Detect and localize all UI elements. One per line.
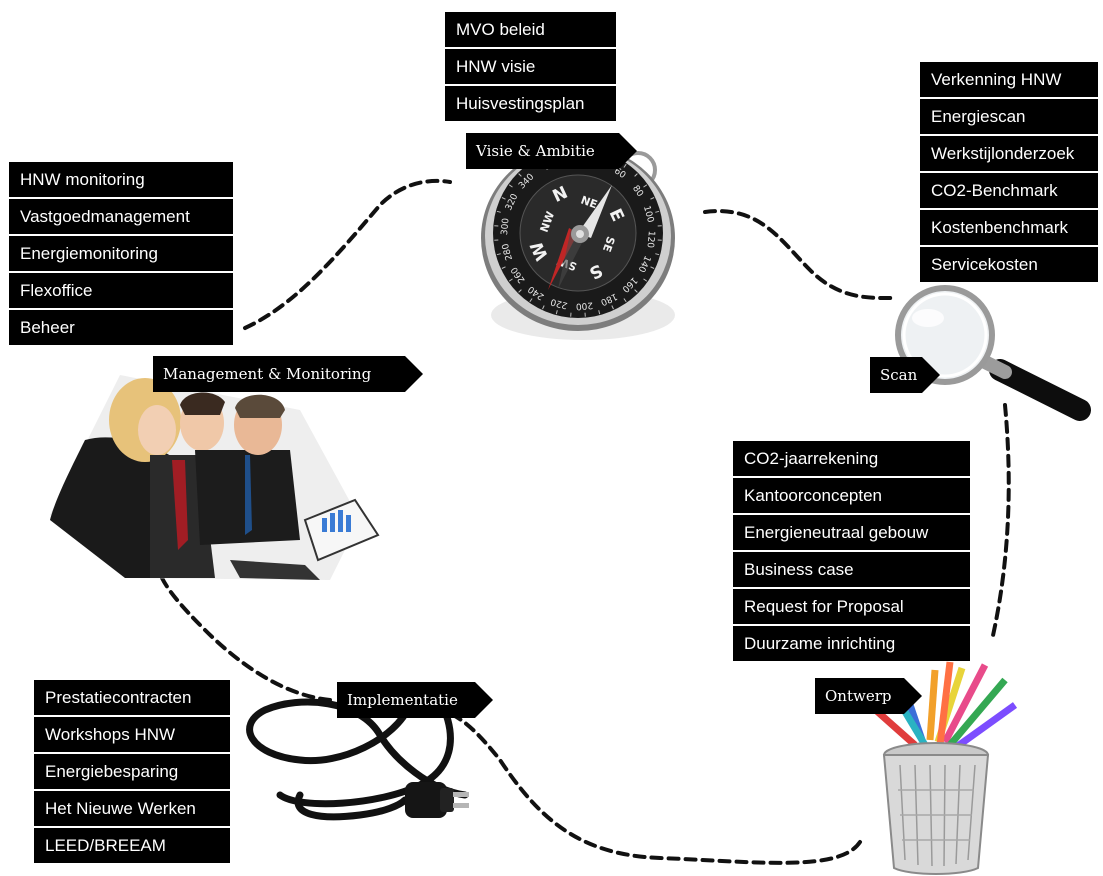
list-item: LEED/BREEAM [34, 828, 230, 863]
path-visie-to-scan [703, 209, 897, 301]
list-item: Business case [733, 552, 970, 587]
list-item: Kostenbenchmark [920, 210, 1098, 245]
implementatie-items: Prestatiecontracten Workshops HNW Energi… [34, 680, 230, 865]
stage-label-ontwerp: Ontwerp [815, 678, 922, 714]
compass-tick [643, 184, 648, 188]
list-item: MVO beleid [445, 12, 616, 47]
list-item: Energiemonitoring [9, 236, 233, 271]
compass-tick [529, 298, 533, 303]
list-item: Het Nieuwe Werken [34, 791, 230, 826]
list-item: Prestatiecontracten [34, 680, 230, 715]
list-item: Energiescan [920, 99, 1098, 134]
compass-tick [655, 210, 660, 213]
compass-tick [643, 278, 648, 282]
stage-label-visie: Visie & Ambitie [466, 133, 637, 169]
list-item: Request for Proposal [733, 589, 970, 624]
stage-label-implementatie-text: Implementatie [347, 691, 458, 709]
compass-dial-number: 220 [549, 296, 568, 310]
compass-tick [598, 310, 601, 315]
compass-tick [518, 289, 522, 293]
visie-items: MVO beleid HNW visie Huisvestingsplan [445, 12, 616, 123]
compass-cardinal-ne: NE [579, 193, 599, 211]
list-item: Beheer [9, 310, 233, 345]
ontwerp-items: CO2-jaarrekening Kantoorconcepten Energi… [733, 441, 970, 663]
stage-label-scan: Scan [870, 357, 940, 393]
list-item: HNW visie [445, 49, 616, 84]
list-item: Servicekosten [920, 247, 1098, 282]
list-item: Vastgoedmanagement [9, 199, 233, 234]
list-item: Kantoorconcepten [733, 478, 970, 513]
list-item: HNW monitoring [9, 162, 233, 197]
power-plug-icon [405, 782, 469, 818]
compass-cardinal-se: SE [600, 235, 617, 254]
compass-tick [555, 310, 558, 315]
compass-tick [501, 197, 506, 200]
stage-label-scan-text: Scan [880, 366, 918, 384]
list-item: CO2-jaarrekening [733, 441, 970, 476]
compass-tick [634, 289, 638, 293]
meeting-photo [50, 375, 380, 580]
compass-tick [518, 173, 522, 177]
list-item: Verkenning HNW [920, 62, 1098, 97]
list-item: Huisvestingsplan [445, 86, 616, 121]
list-item: Werkstijlonderzoek [920, 136, 1098, 171]
path-management-to-visie [243, 178, 452, 330]
list-item: Flexoffice [9, 273, 233, 308]
stage-label-ontwerp-text: Ontwerp [825, 687, 892, 705]
stage-label-visie-text: Visie & Ambitie [476, 142, 595, 160]
compass-tick [623, 163, 627, 168]
compass-dial-number: 280 [501, 242, 515, 261]
compass-tick [634, 173, 638, 177]
compass-tick [650, 266, 655, 269]
path-ontwerp-to-implementatie [443, 710, 862, 865]
compass-tick [611, 305, 614, 310]
stage-label-management-text: Management & Monitoring [163, 365, 372, 383]
list-item: CO2-Benchmark [920, 173, 1098, 208]
compass-tick [501, 266, 506, 269]
compass-tick [508, 278, 513, 282]
compass-tick [650, 197, 655, 200]
scan-items: Verkenning HNW Energiescan Werkstijlonde… [920, 62, 1098, 284]
stage-label-management: Management & Monitoring [153, 356, 423, 392]
list-item: Workshops HNW [34, 717, 230, 752]
compass-dial-number: 300 [500, 217, 511, 235]
list-item: Duurzame inrichting [733, 626, 970, 661]
stage-label-implementatie: Implementatie [337, 682, 493, 718]
compass-tick [623, 298, 627, 303]
path-scan-to-ontwerp [990, 403, 1011, 642]
compass-dial-number: 120 [644, 230, 655, 248]
list-item: Energiebesparing [34, 754, 230, 789]
compass-tick [542, 305, 545, 310]
compass-icon: 2803003203400204060801001201401601802002… [481, 145, 675, 340]
path-implementatie-to-management [160, 576, 332, 702]
compass-tick [496, 253, 501, 256]
compass-dial-number: 100 [641, 205, 655, 224]
compass-tick [508, 184, 513, 188]
compass-dial-number: 200 [575, 299, 593, 310]
compass-tick [655, 253, 660, 256]
compass-tick [496, 210, 501, 213]
list-item: Energieneutraal gebouw [733, 515, 970, 550]
management-items: HNW monitoring Vastgoedmanagement Energi… [9, 162, 233, 347]
